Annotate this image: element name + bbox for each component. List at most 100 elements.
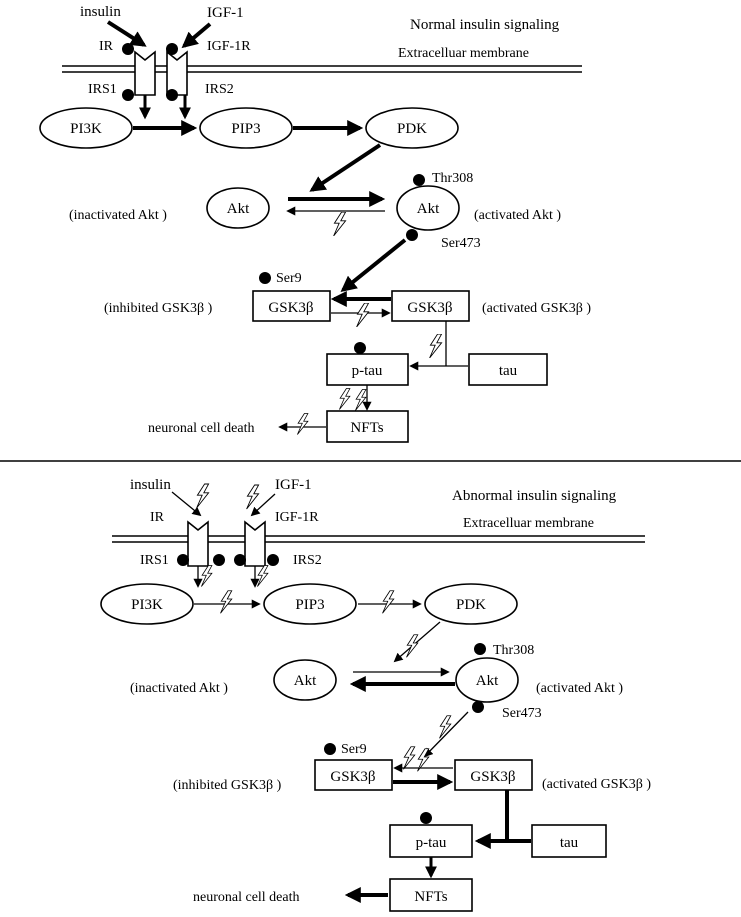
normal-pi3k-label: PI3K: [70, 121, 102, 137]
normal-irs2-dot: [166, 89, 178, 101]
abnormal-gsk-inhibited-box: [314, 759, 393, 791]
normal-inhibited-gsk-label: (inhibited GSK3β ): [104, 301, 213, 316]
abnormal-irs2-dot-right: [267, 554, 279, 566]
normal-akt-block-bolt: [333, 212, 347, 236]
normal-akt-active-node: [396, 185, 460, 231]
abnormal-title: Abnormal insulin signaling: [452, 488, 617, 504]
normal-gsk-active-box: [391, 290, 470, 322]
abnormal-membrane-label: Extracelluar membrane: [463, 516, 594, 531]
abnormal-irs1-label: IRS1: [140, 553, 169, 568]
normal-ser473-dot: [406, 229, 418, 241]
abnormal-activated-akt-label: (activated Akt ): [536, 681, 623, 696]
normal-gsk-tau-bolt: [429, 334, 443, 358]
normal-insulin-arrow: [106, 20, 147, 47]
abnormal-activated-gsk-label: (activated GSK3β ): [542, 777, 651, 792]
normal-ir-receptor: [134, 50, 156, 96]
normal-title: Normal insulin signaling: [410, 17, 560, 33]
normal-ptau-dot: [354, 342, 366, 354]
abnormal-nfts-box: [389, 878, 473, 912]
normal-igf1r-phospho-dot: [166, 43, 178, 55]
abnormal-pip3-label: PIP3: [295, 597, 324, 613]
abnormal-tau-label: tau: [560, 835, 579, 851]
abnormal-gsk-active-box: [454, 759, 533, 791]
normal-thr308-dot: [413, 174, 425, 186]
abnormal-pdk-label: PDK: [456, 597, 486, 613]
normal-pip3-label: PIP3: [231, 121, 260, 137]
normal-insulin-label: insulin: [80, 4, 121, 20]
normal-inactivated-akt-label: (inactivated Akt ): [69, 208, 167, 223]
abnormal-akt-active-node: [455, 657, 519, 703]
abnormal-insulin-bolt: [196, 483, 210, 509]
normal-ser9-label: Ser9: [276, 271, 302, 286]
abnormal-akt-active-label: Akt: [476, 673, 499, 689]
normal-igf1-arrow: [181, 22, 212, 49]
normal-igf1r-label: IGF-1R: [207, 39, 251, 54]
abnormal-ptau-label: p-tau: [416, 835, 447, 851]
abnormal-pdk-node: [424, 583, 518, 625]
abnormal-pdk-akt-arrow: [393, 621, 441, 663]
abnormal-ser473-dot: [472, 701, 484, 713]
normal-nfts-bolt-2: [354, 389, 367, 411]
abnormal-pi3k-pip3-bolt: [220, 590, 233, 614]
abnormal-pip3-pdk-bolt: [382, 590, 395, 614]
normal-igf1-label: IGF-1: [207, 5, 244, 21]
abnormal-insulin-arrow: [171, 491, 202, 517]
abnormal-death-label: neuronal cell death: [193, 890, 300, 905]
abnormal-akt-inactive-node: [273, 659, 337, 701]
normal-death-bolt: [296, 413, 309, 435]
abnormal-inactivated-akt-label: (inactivated Akt ): [130, 681, 228, 696]
normal-ir-label: IR: [99, 39, 114, 54]
abnormal-igf1-bolt: [246, 484, 260, 510]
normal-ptau-box: [326, 353, 409, 386]
abnormal-igf1-arrow: [250, 493, 276, 517]
abnormal-gsk-inhibited-label: GSK3β: [330, 769, 375, 785]
normal-tau-box: [468, 353, 548, 386]
normal-nfts-box: [326, 410, 409, 443]
normal-ir-phospho-dot: [122, 43, 134, 55]
normal-membrane-label: Extracelluar membrane: [398, 46, 529, 61]
abnormal-thr308-dot: [474, 643, 486, 655]
normal-gsk-block-bolt: [356, 303, 370, 327]
abnormal-pi3k-label: PI3K: [131, 597, 163, 613]
abnormal-akt-gsk-arrow: [423, 711, 469, 758]
abnormal-irs1-dot-left: [177, 554, 189, 566]
normal-irs1-dot: [122, 89, 134, 101]
normal-irs2-label: IRS2: [205, 82, 234, 97]
abnormal-irs2-label: IRS2: [293, 553, 322, 568]
normal-activated-gsk-label: (activated GSK3β ): [482, 301, 591, 316]
abnormal-igf1-label: IGF-1: [275, 477, 312, 493]
abnormal-thr308-label: Thr308: [493, 643, 534, 658]
normal-akt-active-label: Akt: [417, 201, 440, 217]
abnormal-insulin-label: insulin: [130, 477, 171, 493]
abnormal-ser473-label: Ser473: [502, 706, 542, 721]
abnormal-ser9-dot: [324, 743, 336, 755]
abnormal-ptau-dot: [420, 812, 432, 824]
normal-gsk-active-label: GSK3β: [407, 300, 452, 316]
normal-death-label: neuronal cell death: [148, 421, 255, 436]
normal-pip3-node: [199, 107, 293, 149]
abnormal-inhibited-gsk-label: (inhibited GSK3β ): [173, 778, 282, 793]
normal-pdk-akt-arrow: [309, 143, 382, 192]
abnormal-pi3k-node: [100, 583, 194, 625]
abnormal-igf1r-bolt: [256, 565, 269, 587]
abnormal-tau-box: [531, 824, 607, 858]
normal-gsk-inhibited-label: GSK3β: [268, 300, 313, 316]
normal-ser473-label: Ser473: [441, 236, 481, 251]
normal-nfts-label: NFTs: [350, 420, 383, 436]
normal-irs1-label: IRS1: [88, 82, 117, 97]
normal-pi3k-node: [39, 107, 133, 149]
abnormal-igf1r-receptor: [244, 520, 266, 567]
normal-nfts-bolt-1: [338, 388, 351, 410]
abnormal-irs1-dot-right: [213, 554, 225, 566]
normal-ptau-label: p-tau: [352, 363, 383, 379]
normal-pdk-label: PDK: [397, 121, 427, 137]
normal-ser9-dot: [259, 272, 271, 284]
normal-gsk-inhibited-box: [252, 290, 331, 322]
normal-panel: Normal insulin signaling Extracelluar me…: [39, 4, 591, 443]
abnormal-ir-label: IR: [150, 510, 165, 525]
normal-igf1r-receptor: [166, 50, 188, 96]
normal-thr308-label: Thr308: [432, 171, 473, 186]
normal-pdk-node: [365, 107, 459, 149]
